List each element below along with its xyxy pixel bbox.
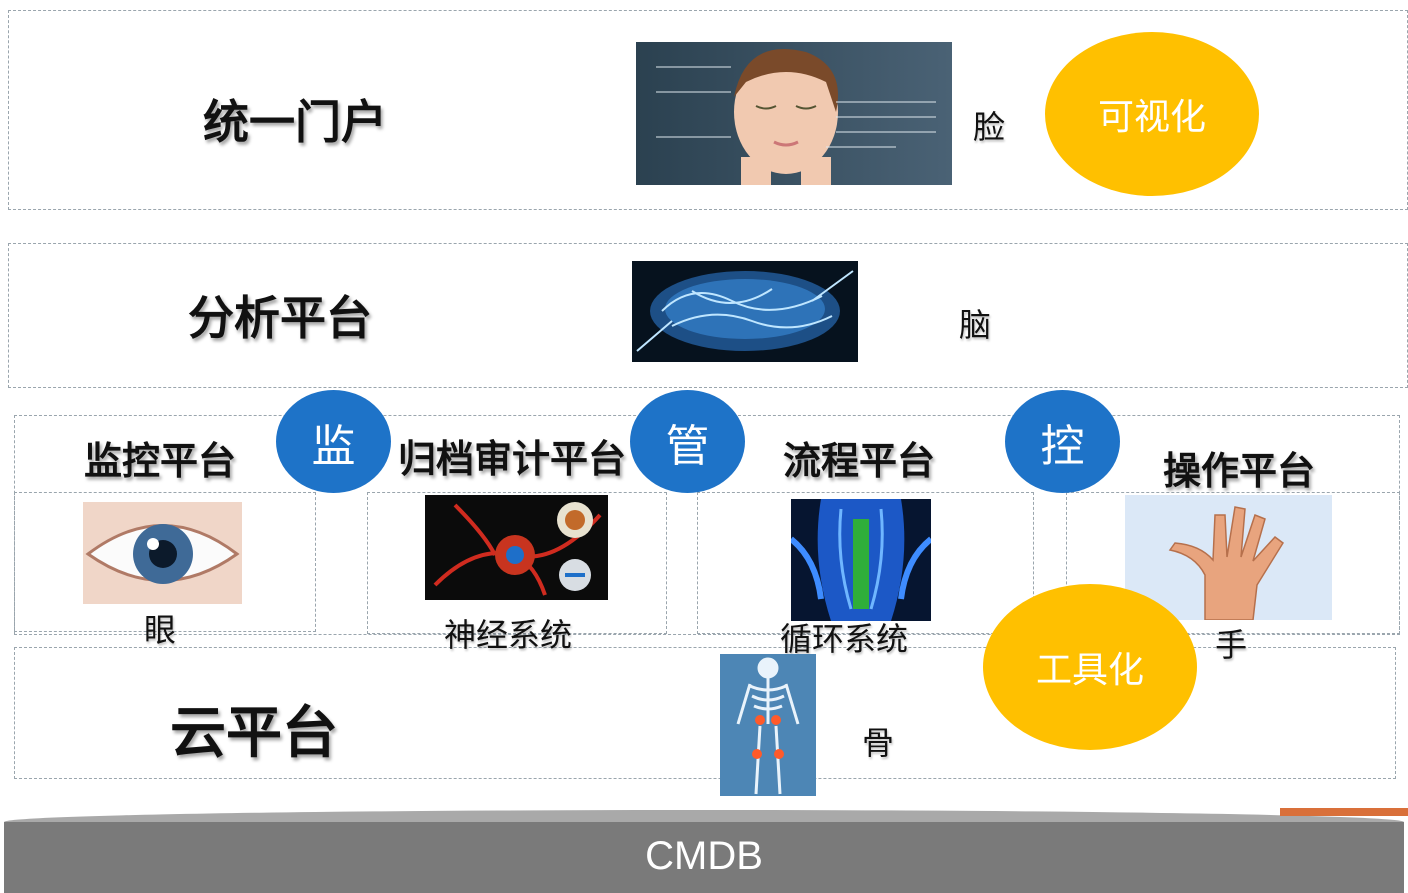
operation-sub-box (1066, 492, 1400, 634)
jian-badge: 监 (276, 390, 391, 493)
cmdb-label: CMDB (645, 834, 763, 878)
analysis-title: 分析平台 (188, 291, 372, 345)
neuron-image (425, 495, 608, 600)
skeleton-image (720, 654, 816, 796)
portal-title: 统一门户 (203, 95, 387, 149)
monitor-organ-label: 眼 (144, 611, 177, 649)
cloud-title: 云平台 (170, 701, 338, 766)
circulatory-image (791, 499, 931, 621)
kong-badge: 控 (1005, 390, 1120, 493)
cloud-organ-label: 骨 (862, 724, 895, 762)
process-sub-box (697, 492, 1034, 634)
monitor-title: 监控平台 (84, 439, 237, 483)
brain-image (632, 261, 858, 362)
visualize-badge: 可视化 (1045, 32, 1259, 196)
operation-title: 操作平台 (1163, 449, 1316, 493)
operation-organ-label: 手 (1215, 626, 1248, 664)
monitor-sub-box (14, 492, 316, 632)
toolize-badge: 工具化 (983, 584, 1197, 750)
cloud-layer-box (14, 647, 1396, 779)
eye-image (83, 502, 242, 604)
cmdb-base: CMDB (0, 808, 1408, 893)
guan-badge: 管 (630, 390, 745, 493)
face-image (636, 42, 952, 185)
audit-sub-box (367, 492, 667, 634)
process-organ-label: 循环系统 (780, 620, 909, 658)
analysis-organ-label: 脑 (959, 306, 992, 344)
portal-organ-label: 脸 (973, 108, 1006, 146)
audit-organ-label: 神经系统 (444, 616, 573, 654)
audit-title: 归档审计平台 (398, 437, 627, 481)
process-title: 流程平台 (783, 439, 936, 483)
hand-image (1125, 495, 1332, 620)
